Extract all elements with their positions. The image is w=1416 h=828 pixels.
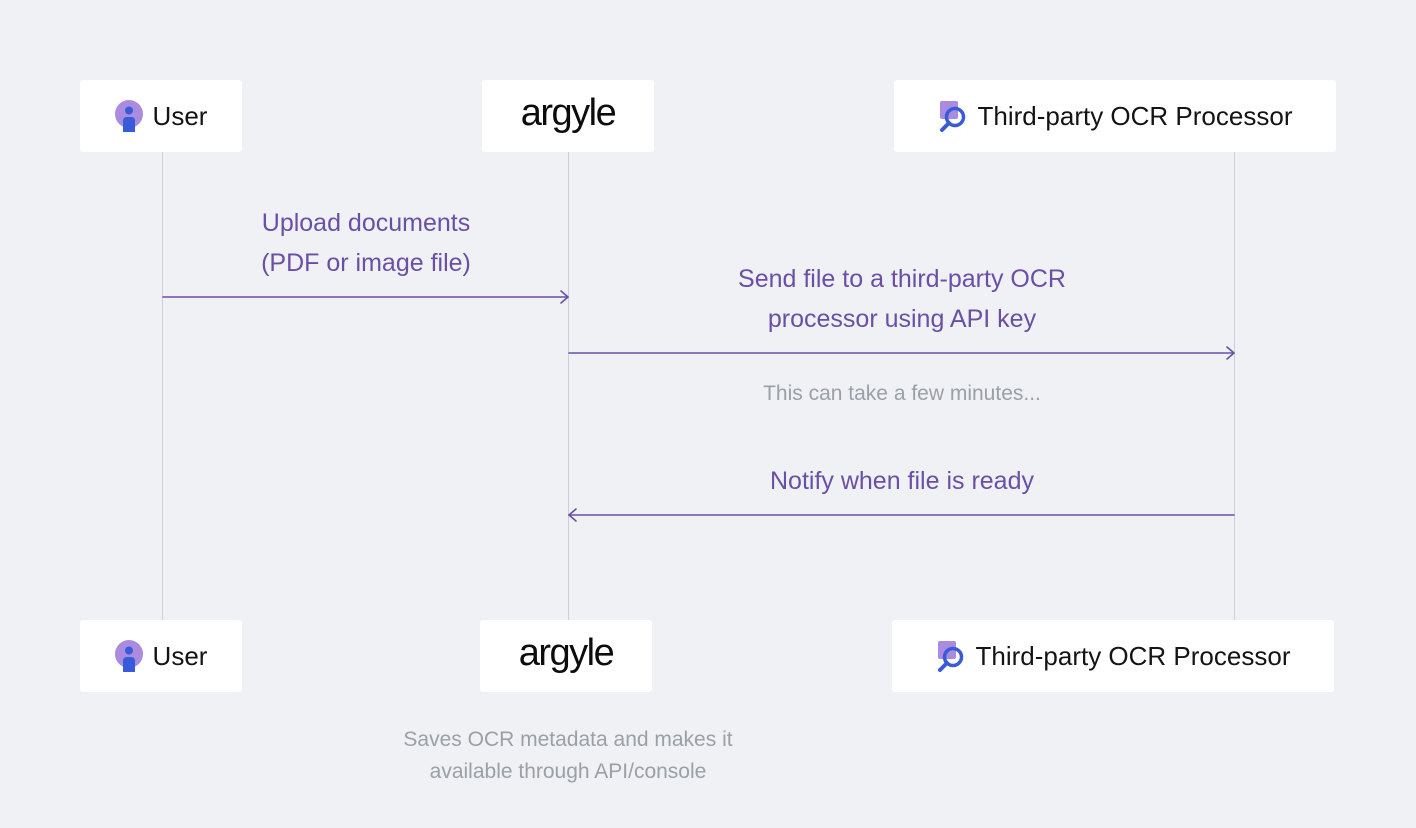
participant-ocr-top: Third-party OCR Processor (894, 80, 1336, 152)
footer-note-line2: available through API/console (429, 760, 707, 783)
notify-arrowhead (568, 508, 577, 522)
lifeline-user (162, 152, 163, 620)
participant-ocr-label: Third-party OCR Processor (977, 100, 1293, 131)
user-avatar-icon (114, 640, 143, 672)
lifeline-ocr (1234, 152, 1235, 620)
participant-argyle-top: argyle (482, 80, 654, 152)
upload-arrowhead (560, 290, 569, 304)
participant-ocr-label: Third-party OCR Processor (975, 640, 1291, 671)
argyle-logo: argyle (518, 632, 615, 674)
send-message-line2: processor using API key (767, 305, 1037, 333)
send-message-line1: Send file to a third-party OCR (738, 265, 1066, 293)
wait-note: This can take a few minutes... (763, 382, 1041, 405)
notify-message-line1: Notify when file is ready (769, 467, 1034, 495)
participant-user-bottom: User (80, 620, 242, 692)
footer-note-line1: Saves OCR metadata and makes it (403, 728, 733, 751)
argyle-logo: argyle (520, 92, 617, 134)
participant-user-label: User (152, 100, 208, 131)
participant-ocr-bottom: Third-party OCR Processor (892, 620, 1334, 692)
document-search-icon (938, 100, 968, 132)
notify-message-label: Notify when file is ready (572, 461, 1232, 501)
participant-argyle-bottom: argyle (480, 620, 652, 692)
participant-user-label: User (152, 640, 208, 671)
upload-message-label: Upload documents (PDF or image file) (166, 203, 566, 283)
send-arrowhead (1226, 346, 1235, 360)
lifeline-argyle (568, 152, 569, 620)
user-avatar-icon (114, 100, 143, 132)
footer-note: Saves OCR metadata and makes it availabl… (318, 724, 818, 788)
upload-message-line1: Upload documents (261, 209, 471, 237)
document-search-icon (936, 640, 966, 672)
send-message-label: Send file to a third-party OCR processor… (572, 259, 1232, 339)
upload-message-line2: (PDF or image file) (261, 249, 471, 277)
participant-user-top: User (80, 80, 242, 152)
